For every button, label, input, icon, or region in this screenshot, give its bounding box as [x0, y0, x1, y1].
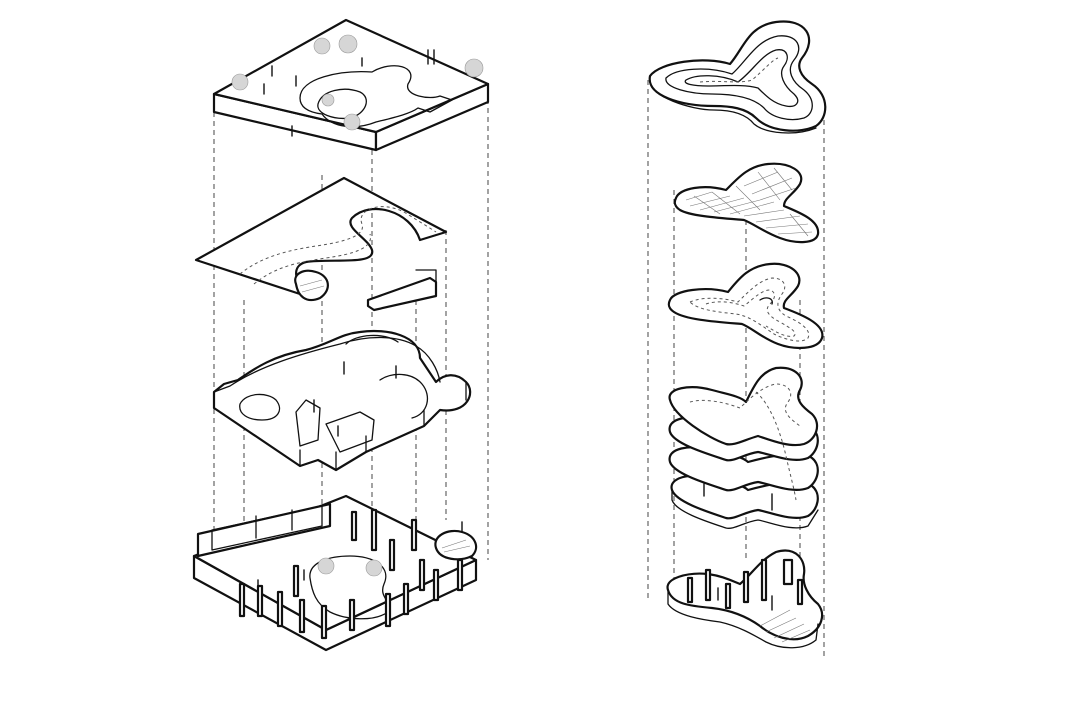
tree-icon	[321, 93, 335, 107]
contour-plate-outline	[667, 262, 824, 350]
wall-enclosure-rim	[213, 336, 441, 393]
left-layer-ground-plane	[192, 494, 478, 652]
contour-plate-center	[759, 297, 773, 305]
wall-inner-room	[295, 399, 321, 447]
wall-inner-curve	[379, 373, 429, 419]
floor-ramp-path	[755, 391, 797, 501]
column	[292, 564, 300, 598]
base-hatch	[759, 609, 811, 643]
path-plate-bench	[366, 276, 438, 312]
canopy-thickness	[649, 81, 817, 134]
column	[418, 558, 426, 592]
right-layer-base-structure	[666, 549, 824, 649]
tree-icon	[338, 34, 358, 54]
contour-plate-ring-2	[705, 289, 796, 337]
column	[388, 538, 396, 572]
roof-slab-top-face	[212, 18, 490, 134]
column	[402, 582, 410, 616]
column	[298, 598, 306, 634]
roof-people	[263, 49, 435, 137]
tree-icon	[464, 58, 484, 78]
column	[760, 558, 768, 602]
roof-trees	[231, 34, 484, 131]
left-layer-wall-enclosure	[212, 329, 472, 472]
canopy-outer	[648, 20, 827, 132]
base-structure-edge	[667, 589, 819, 649]
column	[724, 582, 732, 610]
canopy-contour-1	[665, 35, 813, 121]
tree-icon	[343, 113, 361, 131]
wall-inner-lobe-a	[239, 393, 281, 421]
path-plate-route-b	[253, 233, 371, 285]
roof-void-inner-ring	[317, 88, 367, 120]
contour-plate-ring-1	[689, 277, 810, 342]
rock-hatch	[441, 539, 471, 553]
wall-inner-room-b	[325, 411, 375, 453]
column	[370, 508, 378, 552]
column	[350, 510, 358, 542]
right-layer-stacked-floors	[668, 366, 819, 529]
roof-courtyard-void	[299, 65, 453, 128]
path-plate-pod	[294, 269, 329, 302]
tree-icon	[317, 557, 335, 575]
column	[686, 576, 694, 604]
left-projection-lines	[213, 90, 489, 560]
hatched-plate-texture	[685, 167, 813, 237]
base-trunks	[686, 558, 804, 610]
column	[238, 582, 246, 618]
column	[456, 558, 464, 592]
ground-rock-pavilion	[434, 529, 478, 561]
column	[348, 598, 356, 632]
column	[742, 570, 750, 604]
left-layer-roof-slab	[212, 18, 490, 152]
right-layer-canopy	[648, 20, 827, 134]
canopy-path	[699, 57, 779, 83]
floor-slab-1	[668, 366, 819, 447]
tree-icon	[365, 559, 383, 577]
wall-enclosure-outer	[212, 329, 472, 472]
column	[432, 568, 440, 602]
bench-back	[415, 269, 437, 297]
column	[384, 592, 392, 628]
ground-columns	[238, 508, 464, 640]
tree-icon	[313, 37, 331, 55]
column	[256, 584, 264, 618]
right-layer-hatched-plate	[673, 162, 820, 244]
ground-plane-top	[192, 494, 478, 632]
floor-slab-base-edge	[671, 489, 819, 529]
canopy-contour-2	[684, 49, 799, 108]
column	[782, 558, 794, 586]
wall-enclosure-rim-inner	[345, 334, 399, 345]
right-layer-contour-plate	[667, 262, 824, 350]
tree-icon	[231, 73, 249, 91]
column	[796, 578, 804, 606]
column	[704, 568, 712, 602]
ground-back-wall	[196, 502, 332, 558]
hatched-plate-outline	[673, 162, 820, 244]
column	[410, 518, 418, 552]
column	[320, 604, 328, 640]
pod-hatch	[299, 279, 325, 293]
column	[276, 590, 284, 628]
ground-back-wall-inner	[211, 505, 323, 551]
left-layer-path-plate	[194, 176, 448, 312]
